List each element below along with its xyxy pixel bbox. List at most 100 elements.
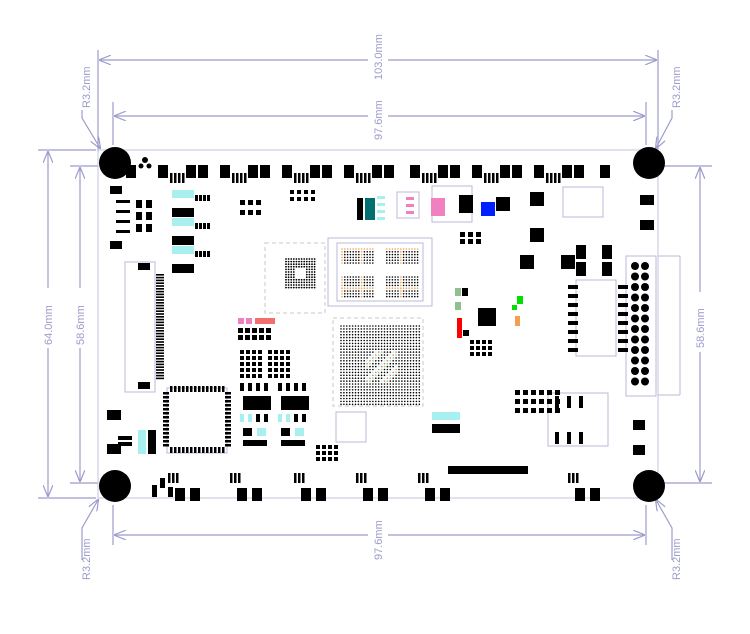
ball (311, 281, 313, 284)
ball (375, 380, 377, 382)
ball (313, 258, 316, 260)
ball (343, 389, 345, 391)
ball (402, 293, 405, 295)
ball (369, 357, 371, 359)
ball (409, 333, 412, 336)
header-pin (641, 325, 649, 333)
ball (305, 286, 308, 289)
ball (349, 295, 352, 298)
ball (412, 371, 415, 374)
ball (340, 389, 342, 391)
ball (406, 351, 409, 353)
ball (415, 342, 418, 345)
pad (515, 390, 520, 395)
ball (369, 368, 371, 371)
ball (411, 293, 413, 295)
pad (244, 173, 247, 183)
ball (383, 348, 386, 351)
ball (412, 391, 415, 394)
pad (116, 200, 130, 203)
ball (416, 248, 419, 250)
fpc-pin (156, 358, 164, 360)
pad (306, 173, 309, 183)
ball (357, 377, 360, 380)
ball (366, 276, 369, 278)
ball (404, 354, 406, 356)
pad (463, 330, 469, 336)
ball (375, 400, 377, 403)
ball (398, 348, 400, 351)
ball (360, 293, 363, 295)
ball (380, 386, 383, 388)
pad (579, 396, 583, 408)
ball (366, 287, 369, 290)
ball (358, 253, 360, 256)
ball (340, 377, 342, 380)
ball (366, 333, 368, 336)
ball (340, 333, 342, 336)
ball (416, 276, 419, 278)
ball (377, 377, 380, 380)
ball (341, 295, 343, 298)
ball (346, 365, 348, 368)
ball (360, 259, 363, 262)
ball (406, 328, 409, 330)
ball (401, 351, 403, 353)
ball (369, 400, 371, 403)
pad (225, 400, 231, 403)
pad (290, 190, 294, 194)
ball (372, 253, 374, 256)
ball (383, 357, 386, 359)
ball (386, 386, 389, 388)
ball (340, 386, 342, 388)
ball (409, 403, 412, 406)
pad (302, 414, 306, 422)
pad (118, 436, 132, 440)
pad (274, 356, 278, 360)
pad (360, 173, 363, 183)
fpc-pin (156, 274, 164, 276)
pad (555, 408, 560, 413)
ball (406, 365, 409, 368)
ball (340, 342, 342, 345)
pad (278, 383, 282, 391)
pad (496, 173, 499, 183)
ball (354, 365, 357, 368)
ball (298, 281, 300, 284)
ball (375, 354, 377, 356)
pad (194, 386, 197, 392)
ball (344, 287, 346, 290)
ball (375, 342, 377, 345)
ball (415, 357, 418, 359)
ball (360, 290, 363, 292)
ball (346, 360, 348, 362)
ball (346, 287, 349, 290)
ball (346, 345, 348, 348)
ball (406, 342, 409, 345)
led-blue (481, 202, 495, 216)
ball (402, 253, 405, 256)
pad (434, 173, 437, 183)
pad (602, 262, 612, 276)
ball (377, 403, 380, 406)
ball (394, 276, 397, 278)
ball (395, 403, 397, 406)
ball (394, 256, 397, 259)
ball (380, 342, 383, 345)
ball (352, 279, 355, 281)
ball (287, 260, 290, 263)
dim-hole-spacing-right: 58.6mm (695, 168, 707, 481)
pad (218, 386, 221, 392)
ball (363, 391, 366, 394)
pad (294, 383, 298, 391)
ball (358, 248, 360, 250)
ball (395, 333, 397, 336)
ball (341, 284, 343, 287)
ball (375, 389, 377, 391)
pad (256, 383, 260, 391)
pad (322, 165, 332, 178)
ball (343, 377, 345, 380)
ball (354, 394, 357, 397)
ball (377, 368, 380, 371)
ball (400, 262, 402, 264)
